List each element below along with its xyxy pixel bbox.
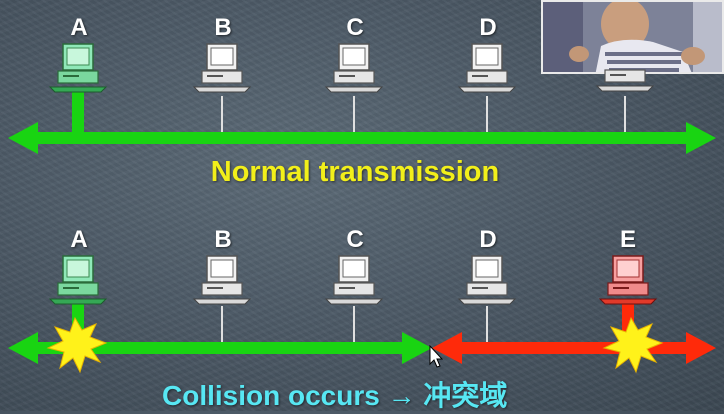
computer-label-e-bottom: E: [619, 226, 637, 253]
computer-icon: [323, 252, 385, 310]
computer-icon: [597, 252, 659, 310]
computer-label-a-top: A: [70, 14, 88, 41]
bus-arrow-right-top: [686, 122, 716, 154]
bus-arrow-left-bottom: [8, 332, 38, 364]
computer-label-c-top: C: [346, 14, 364, 41]
computer-icon: [323, 40, 385, 98]
drop-a-top: [72, 90, 84, 134]
drop-c-top: [353, 96, 355, 132]
collision-burst-icon: [602, 316, 664, 374]
caption-normal-transmission: Normal transmission: [210, 156, 500, 188]
video-inset: [541, 0, 724, 74]
computer-label-c-bottom: C: [346, 226, 364, 253]
computer-label-d-bottom: D: [479, 226, 497, 253]
computer-icon: [456, 252, 518, 310]
drop-c-bottom: [353, 306, 355, 342]
computer-icon: [594, 64, 656, 122]
presenter-video: [543, 2, 722, 72]
computer-icon: [191, 252, 253, 310]
computer-label-a-bottom: A: [70, 226, 88, 253]
drop-b-bottom: [221, 306, 223, 342]
computer-icon: [47, 252, 109, 310]
drop-b-top: [221, 96, 223, 132]
bus-arrow-red-left-bottom: [432, 332, 462, 364]
bus-arrow-left-top: [8, 122, 38, 154]
computer-label-b-top: B: [214, 14, 232, 41]
cursor-arrow-icon: [429, 344, 444, 368]
collision-burst-icon: [46, 316, 108, 374]
computer-label-b-bottom: B: [214, 226, 232, 253]
computer-label-d-top: D: [479, 14, 497, 41]
caption-collision-occurs: Collision occurs → 冲突域: [162, 380, 508, 411]
bus-arrow-green-right-bottom: [402, 332, 432, 364]
drop-d-bottom: [486, 306, 488, 342]
drop-e-top: [624, 96, 626, 132]
computer-icon: [191, 40, 253, 98]
drop-d-top: [486, 96, 488, 132]
computer-icon: [47, 40, 109, 98]
bus-arrow-red-right-bottom: [686, 332, 716, 364]
computer-icon: [456, 40, 518, 98]
